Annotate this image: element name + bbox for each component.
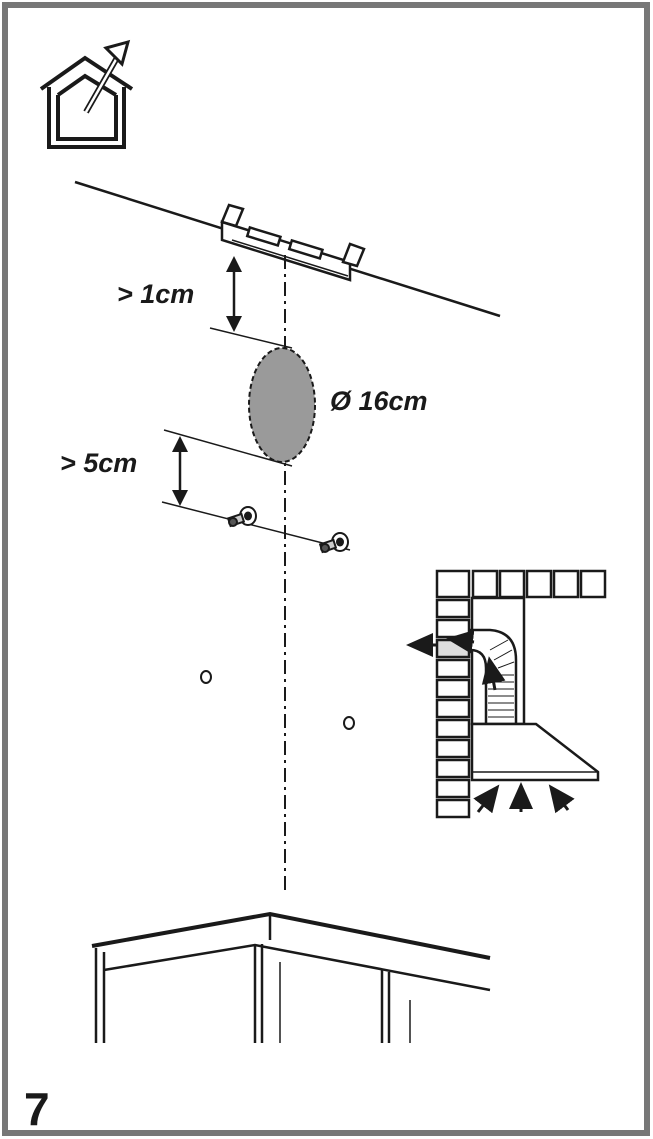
duct-opening: [248, 347, 316, 463]
hood-exhaust-through-wall-icon: [435, 569, 607, 819]
bracket-gap-label: > 1cm: [117, 279, 194, 309]
kitchen-cabinet: [91, 911, 491, 1043]
airflow-arrows-icon: [406, 629, 575, 814]
wall-screw-left-icon: [226, 506, 257, 528]
wall-screw-right-icon: [318, 532, 349, 554]
screw-gap-top-extension-line: [163, 429, 293, 467]
bracket-gap-arrow-top-icon: [226, 256, 242, 272]
bracket-gap-extension-line: [209, 327, 293, 349]
step-number: 7: [24, 1083, 50, 1135]
ceiling-bracket: [220, 203, 366, 282]
drill-hole-left: [200, 670, 212, 684]
drill-hole-right: [343, 716, 355, 730]
screw-gap-bottom-extension-line: [161, 501, 351, 551]
screw-gap-label: > 5cm: [60, 448, 137, 478]
screw-gap-arrow-top-icon: [172, 436, 188, 452]
external-vent-house-icon: [39, 39, 134, 149]
screw-gap-arrow-bottom-icon: [172, 490, 188, 506]
bracket-gap-arrow-bottom-icon: [226, 316, 242, 332]
duct-diameter-label: Ø 16cm: [330, 386, 428, 416]
